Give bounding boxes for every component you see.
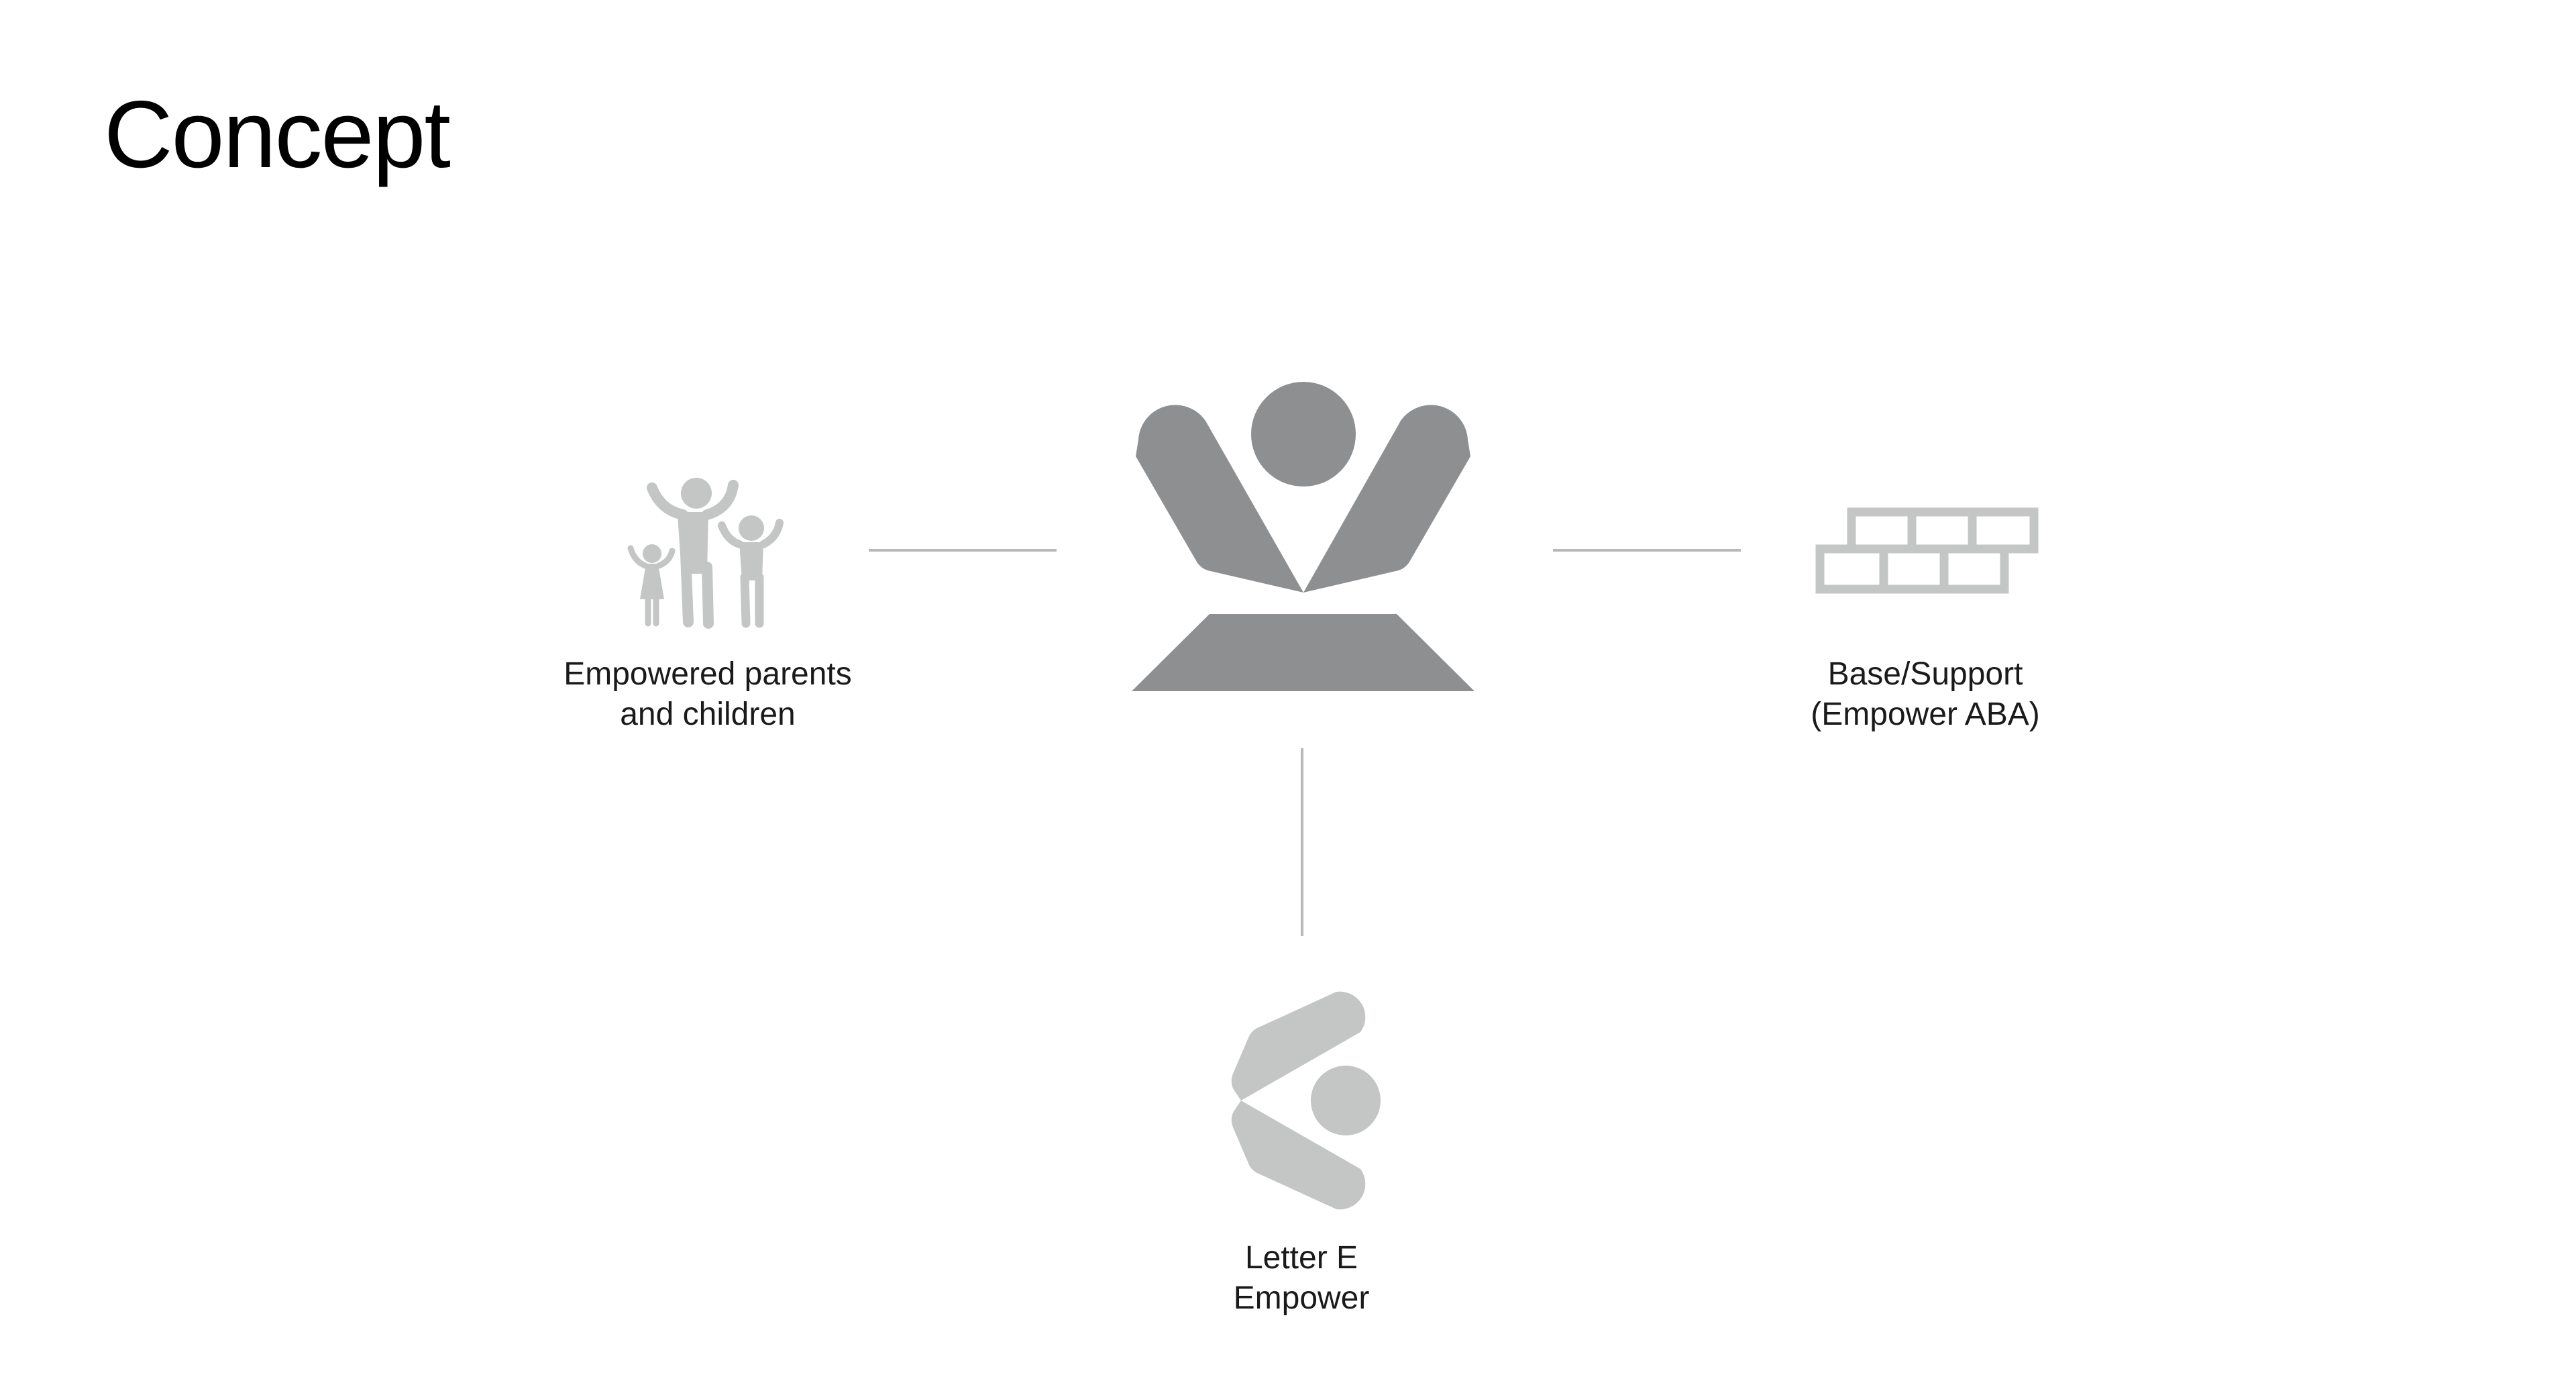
connector-bottom bbox=[1301, 748, 1303, 936]
brick-wall-icon bbox=[1815, 507, 2043, 597]
letter-label-line1: Letter E bbox=[1244, 1240, 1358, 1276]
family-label-line1: Empowered parents bbox=[564, 656, 852, 692]
letter-e-icon bbox=[1221, 986, 1385, 1215]
empower-logo-icon bbox=[1130, 379, 1476, 698]
base-label: Base/Support (Empower ABA) bbox=[1758, 654, 2093, 735]
base-label-line1: Base/Support bbox=[1827, 656, 2023, 692]
family-label: Empowered parents and children bbox=[540, 654, 875, 735]
base-label-line2: (Empower ABA) bbox=[1811, 697, 2040, 732]
family-label-line2: and children bbox=[620, 697, 796, 732]
page-title: Concept bbox=[104, 81, 451, 188]
family-icon bbox=[624, 473, 792, 631]
connector-left bbox=[869, 549, 1057, 552]
letter-label: Letter E Empower bbox=[1134, 1238, 1469, 1319]
letter-label-line2: Empower bbox=[1233, 1280, 1370, 1316]
connector-right bbox=[1553, 549, 1741, 552]
